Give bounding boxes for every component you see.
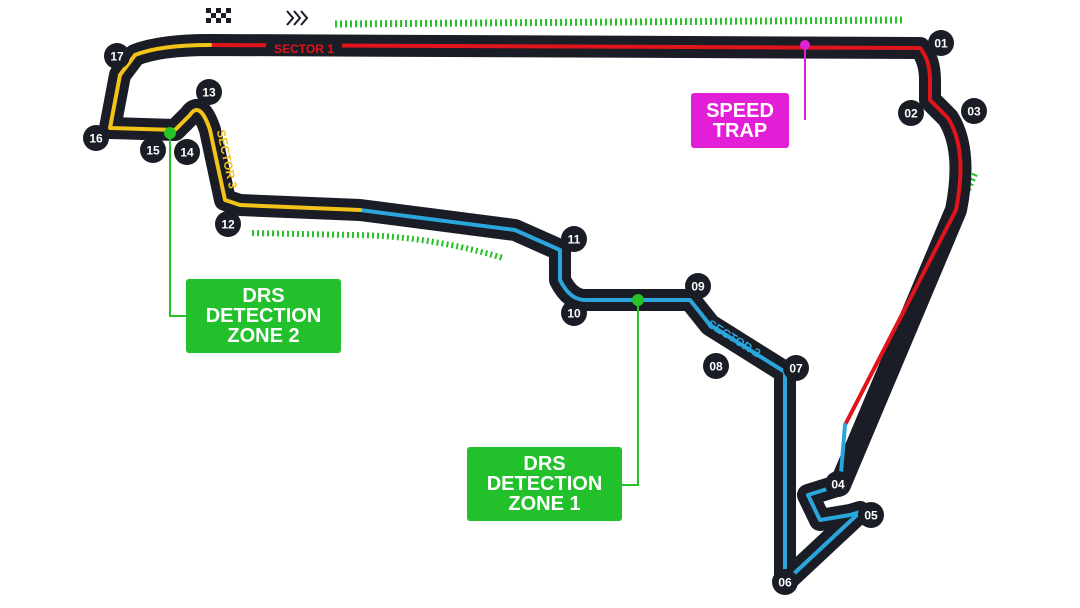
turn-label-02: 02 [904, 107, 918, 121]
turn-marker-08 [703, 353, 729, 379]
turn-label-14: 14 [180, 146, 194, 160]
turn-marker-15 [140, 137, 166, 163]
speed-trap-line-2: TRAP [712, 119, 768, 142]
turn-label-11: 11 [568, 233, 581, 247]
drs-detection-2-marker [164, 127, 176, 139]
speed-trap-line-1: SPEED [706, 99, 774, 122]
speed-trap-label: SPEED TRAP [691, 93, 789, 148]
turn-marker-04 [825, 471, 851, 497]
turn-markers: 01 02 03 04 05 06 07 08 09 10 11 12 13 14 15 16 17 [83, 30, 987, 595]
turn-label-03: 03 [967, 105, 981, 119]
turn-marker-10 [561, 300, 587, 326]
drs-zone-1-line-2: DETECTION [486, 473, 603, 495]
drs-zone-stadium-straight [251, 230, 504, 261]
turn-label-05: 05 [864, 509, 878, 523]
drs-zone-2-line-2: DETECTION [205, 305, 322, 327]
turn-label-17: 17 [110, 50, 124, 64]
turn-label-08: 08 [709, 360, 723, 374]
drs-detection-2-connector [169, 133, 188, 317]
connectors [164, 40, 810, 486]
direction-chevrons-icon [286, 10, 309, 26]
turn-marker-07 [783, 355, 809, 381]
turn-marker-16 [83, 125, 109, 151]
turn-label-01: 01 [934, 37, 948, 51]
turn-label-06: 06 [778, 576, 792, 590]
drs-detection-1-marker [632, 294, 644, 306]
drs-zone-2-line-1: DRS [242, 285, 285, 307]
drs-zone-1-line-3: ZONE 1 [508, 493, 581, 515]
turn-marker-05 [858, 502, 884, 528]
sector-1-label-bg [266, 40, 342, 56]
drs-detection-zone-1-label: DRS DETECTION ZONE 1 [467, 447, 622, 521]
turn-label-07: 07 [789, 362, 803, 376]
turn-marker-13 [196, 79, 222, 105]
turn-marker-17 [104, 43, 130, 69]
turn-marker-09 [685, 273, 711, 299]
drs-detection-zone-2-label: DRS DETECTION ZONE 2 [186, 279, 341, 353]
turn-label-13: 13 [202, 86, 216, 100]
turn-marker-06 [772, 569, 798, 595]
chequered-flag-icon [206, 8, 231, 23]
turn-label-09: 09 [691, 280, 705, 294]
sector-2-line [358, 208, 862, 584]
turn-label-04: 04 [831, 478, 845, 492]
turn-label-10: 10 [567, 307, 581, 321]
sector-1-line [208, 43, 963, 427]
turn-marker-12 [215, 211, 241, 237]
turn-marker-01 [928, 30, 954, 56]
turn-marker-11 [561, 226, 587, 252]
turn-marker-02 [898, 100, 924, 126]
turn-marker-14 [174, 139, 200, 165]
turn-marker-03 [961, 98, 987, 124]
drs-zone-2-line-3: ZONE 2 [227, 325, 300, 347]
turn-label-12: 12 [221, 218, 235, 232]
sector-1-label: SECTOR 1 [274, 42, 334, 56]
turn-label-16: 16 [89, 132, 103, 146]
drs-zone-1-line-1: DRS [523, 453, 566, 475]
speed-trap-marker [800, 40, 810, 50]
drs-detection-1-connector [620, 300, 639, 486]
drs-zone-main-straight [334, 16, 906, 28]
turn-label-15: 15 [146, 144, 160, 158]
